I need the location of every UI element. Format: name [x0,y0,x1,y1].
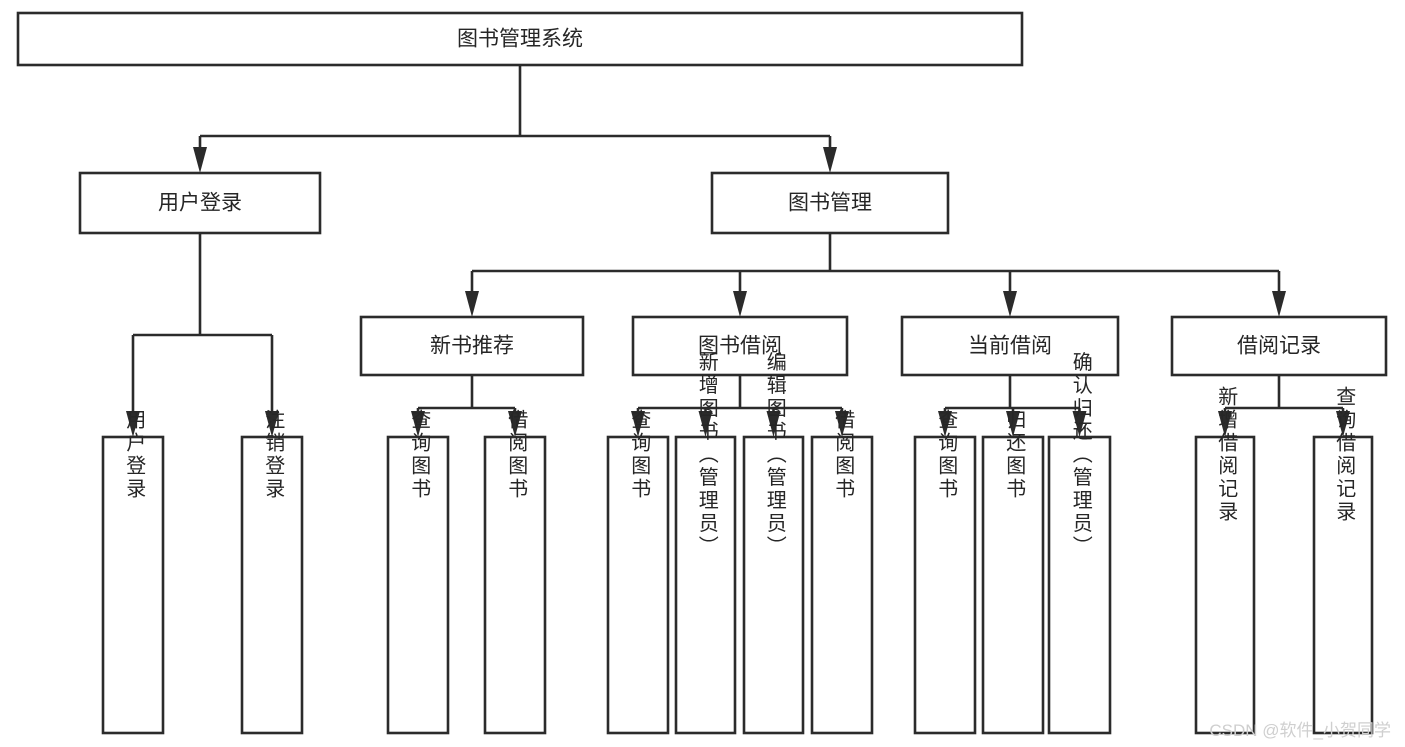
node-label: 图书管理 [788,192,872,215]
node-label: 用户登录 [158,192,242,215]
edge-arrowhead [508,411,522,437]
node-box [1312,435,1374,735]
node-label: 注销登录 [262,409,285,501]
node-label: 借阅图书 [505,409,528,501]
node-leaf-rec-borrow[interactable]: 借阅图书 [483,409,547,735]
node-box [1047,435,1112,735]
node-label: 查询图书 [935,409,958,501]
node-box [606,435,670,735]
edge-arrowhead [938,411,952,437]
node-box [631,315,849,377]
node-leaf-cur-return[interactable]: 归还图书 [981,409,1045,735]
node-box [913,435,977,735]
node-leaf-borrow-add[interactable]: 新增图书（管理员） [674,351,737,735]
node-label: 新增借阅记录 [1215,386,1238,524]
edge-arrowhead [126,411,140,437]
node-box [1170,315,1388,377]
node-leaf-borrow-do[interactable]: 借阅图书 [810,409,874,735]
edge-arrowhead [631,411,645,437]
node-box [810,435,874,735]
node-label: 查询借阅记录 [1333,386,1356,524]
node-leaf-rec-query[interactable]: 查询图书 [386,409,450,735]
node-box [386,435,450,735]
edge-arrowhead [835,411,849,437]
node-box [101,435,165,735]
edge-arrowhead [733,291,747,317]
node-leaf-cur-query[interactable]: 查询图书 [913,409,977,735]
node-box [78,171,322,235]
node-label: 确认归还（管理员） [1069,351,1092,558]
node-box [710,171,950,235]
node-leaf-rec-add[interactable]: 新增借阅记录 [1194,386,1256,735]
node-label: 借阅记录 [1237,335,1321,358]
node-label: 用户登录 [123,409,146,501]
edge-arrowhead [1006,411,1020,437]
node-box [1194,435,1256,735]
node-user-login[interactable]: 用户登录 [78,171,322,235]
node-box [981,435,1045,735]
node-box [483,435,547,735]
node-box [674,435,737,735]
edge-arrowhead [1218,411,1232,437]
node-box [16,11,1024,67]
node-root[interactable]: 图书管理系统 [16,11,1024,67]
node-label: 查询图书 [628,409,651,501]
node-label: 当前借阅 [968,335,1052,358]
node-box [359,315,585,377]
edge-arrowhead [1003,291,1017,317]
node-leaf-rec-query2[interactable]: 查询借阅记录 [1312,386,1374,735]
node-box [900,315,1120,377]
node-box [742,435,805,735]
node-leaf-borrow-query[interactable]: 查询图书 [606,409,670,735]
node-label: 图书管理系统 [457,28,583,51]
edge-arrowhead [193,147,207,173]
edge-arrowhead [698,411,713,437]
node-label: 新增图书（管理员） [695,351,718,558]
node-leaf-borrow-edit[interactable]: 编辑图书（管理员） [742,351,805,735]
node-leaf-logout[interactable]: 注销登录 [240,409,304,735]
edge-arrowhead [465,291,479,317]
node-layer: 图书管理系统用户登录图书管理新书推荐图书借阅当前借阅借阅记录用户登录注销登录查询… [16,11,1388,735]
node-current-borrow[interactable]: 当前借阅 [900,315,1120,377]
node-new-book-rec[interactable]: 新书推荐 [359,315,585,377]
edge-arrowhead [1072,411,1087,437]
edge-arrowhead [823,147,837,173]
edge-arrowhead [1336,411,1350,437]
node-leaf-user-login[interactable]: 用户登录 [101,409,165,735]
node-box [240,435,304,735]
edge-arrowhead [411,411,425,437]
node-label: 借阅图书 [832,409,855,501]
node-book-manage[interactable]: 图书管理 [710,171,950,235]
edge-arrowhead [1272,291,1286,317]
node-label: 编辑图书（管理员） [763,351,786,558]
node-label: 图书借阅 [698,335,782,358]
edge-arrowhead [766,411,781,437]
node-book-borrow[interactable]: 图书借阅 [631,315,849,377]
node-label: 查询图书 [408,409,431,501]
node-leaf-cur-confirm[interactable]: 确认归还（管理员） [1047,351,1112,735]
edge-arrowhead [265,411,279,437]
csdn-watermark: CSDN @软件_小贺同学 [1209,721,1391,740]
edge-layer [126,65,1350,437]
node-label: 归还图书 [1003,409,1026,501]
node-label: 新书推荐 [430,335,514,358]
node-borrow-record[interactable]: 借阅记录 [1170,315,1388,377]
